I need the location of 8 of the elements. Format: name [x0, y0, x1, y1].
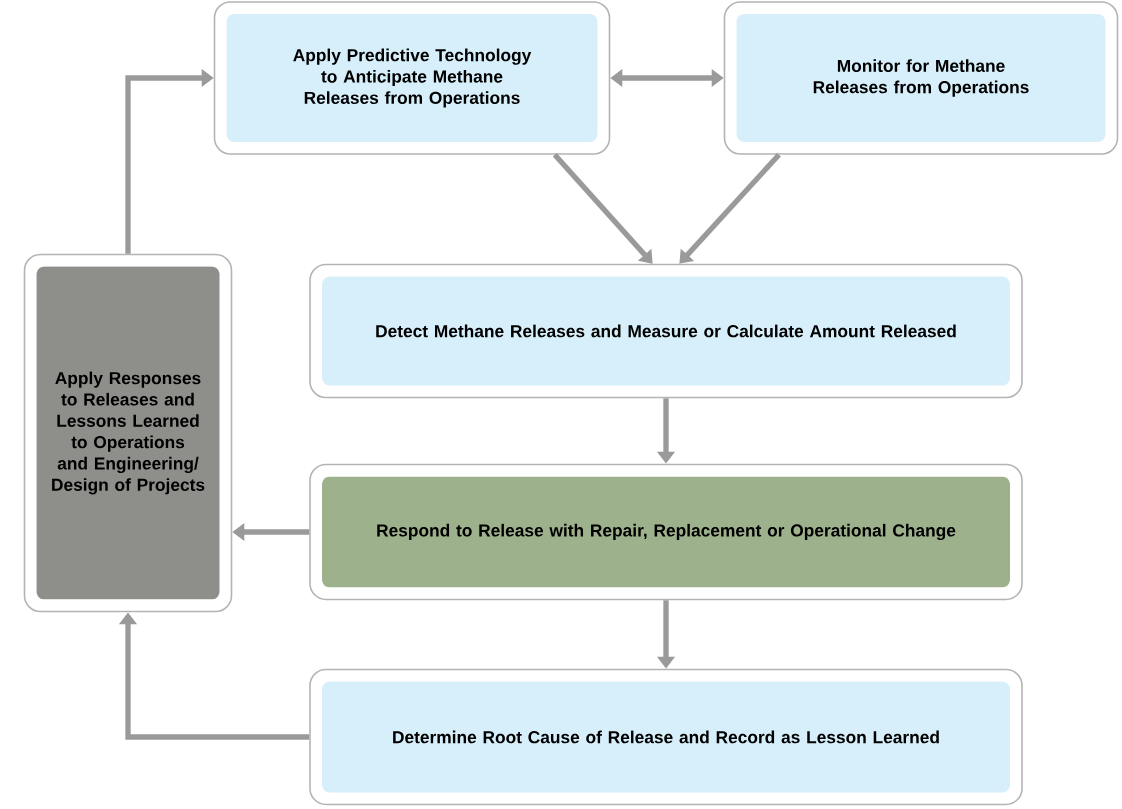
- process-box: Monitor for Methane Releases from Operations: [723, 1, 1119, 155]
- process-box: Determine Root Cause of Release and Record as Lesson Learned: [309, 668, 1023, 806]
- arrow: [679, 153, 781, 264]
- process-box: Apply Responses to Releases and Lessons Learned to Operations and Engineering/ Design of Projects: [23, 253, 233, 613]
- process-box: Apply Predictive Technology to Anticipate Methane Releases from Operations: [213, 1, 611, 155]
- process-box: Respond to Release with Repair, Replacement or Operational Change: [309, 463, 1023, 601]
- process-box: Detect Methane Releases and Measure or Calculate Amount Released: [309, 263, 1023, 399]
- arrow: [552, 153, 653, 264]
